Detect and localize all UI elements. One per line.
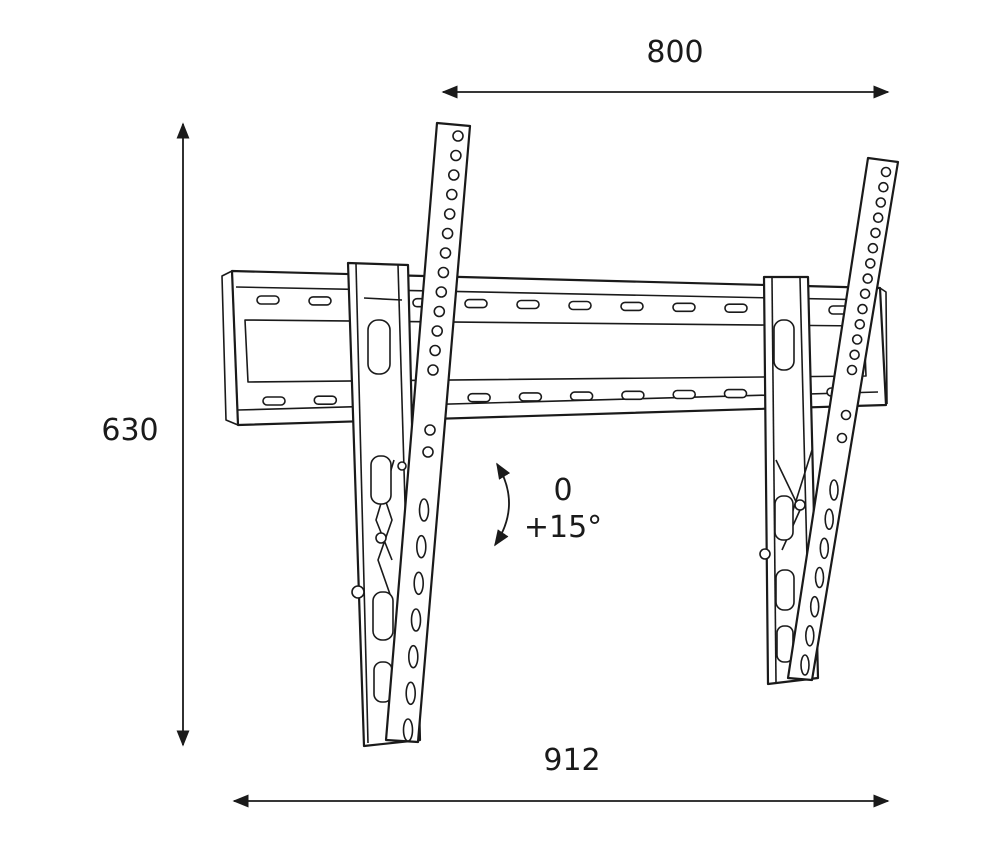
mounting-slot: [418, 498, 430, 522]
plate-slot: [568, 300, 592, 311]
plate-slot: [672, 389, 697, 400]
mounting-hole: [867, 242, 879, 254]
mounting-hole: [433, 305, 446, 318]
mounting-hole: [437, 266, 450, 279]
right-strip-holes: [800, 166, 892, 676]
plate-slot: [518, 392, 543, 402]
mounting-hole: [859, 288, 871, 300]
mounting-hole: [870, 227, 881, 239]
dimension-912: 912: [232, 743, 890, 808]
left-arm-assembly: [346, 121, 472, 748]
mounting-slot: [402, 718, 414, 742]
mounting-slot: [410, 608, 422, 632]
mounting-slot: [800, 654, 810, 676]
mounting-hole: [872, 212, 884, 223]
plate-slot: [516, 299, 540, 310]
plate-slot: [464, 298, 488, 309]
tilt-indicator: 0 +15°: [494, 462, 602, 547]
mounting-hole: [857, 303, 868, 315]
mounting-hole: [435, 286, 448, 298]
mounting-hole: [450, 149, 462, 162]
mounting-hole: [862, 273, 874, 284]
mounting-hole: [431, 325, 444, 337]
mounting-slot: [413, 571, 425, 596]
mounting-slot: [407, 644, 419, 669]
mounting-slot: [415, 534, 427, 559]
dimension-800: 800: [441, 35, 890, 99]
dimension-800-label: 800: [646, 35, 703, 70]
mounting-slot: [829, 479, 839, 501]
plate-slot: [672, 302, 696, 313]
plate-slot: [256, 295, 280, 305]
mounting-hole: [854, 318, 866, 330]
left-strip-holes: [402, 130, 464, 742]
mounting-hole: [427, 364, 439, 376]
plate-slot: [313, 395, 338, 406]
mounting-hole: [429, 344, 441, 357]
mounting-hole: [840, 409, 852, 421]
mounting-hole: [851, 334, 863, 345]
tilt-min-label: 0: [553, 473, 572, 508]
mounting-hole: [875, 197, 887, 208]
mounting-hole: [447, 169, 460, 181]
right-arm-assembly: [759, 156, 900, 686]
mounting-slot: [405, 681, 417, 706]
dimension-630-label: 630: [101, 413, 158, 448]
plate-slot: [620, 301, 644, 312]
plate-slot: [724, 303, 748, 314]
mounting-hole: [443, 208, 456, 220]
plate-slot: [467, 392, 491, 403]
mounting-slot: [824, 508, 835, 531]
plate-slot: [723, 388, 748, 399]
mounting-hole: [864, 258, 876, 269]
plate-slot: [262, 396, 286, 406]
mounting-slot: [814, 566, 825, 589]
tilt-arc-arrow-icon: [494, 462, 511, 547]
mounting-hole: [452, 130, 464, 142]
mounting-slot: [809, 595, 820, 618]
mounting-hole: [846, 364, 858, 376]
dimension-630: 630: [101, 122, 190, 747]
mounting-hole: [880, 166, 892, 178]
mounting-hole: [836, 432, 848, 444]
plate-slot: [308, 296, 332, 306]
mounting-slot: [804, 624, 815, 647]
mounting-hole: [424, 424, 436, 436]
mounting-hole: [441, 227, 454, 240]
dimension-912-label: 912: [543, 743, 600, 778]
mounting-hole: [439, 247, 452, 259]
mounting-hole: [878, 181, 889, 193]
plate-slot: [569, 391, 594, 401]
mounting-hole: [445, 188, 458, 201]
tilt-max-label: +15°: [524, 510, 602, 545]
mounting-slot: [819, 537, 830, 560]
mounting-hole: [849, 349, 860, 361]
plate-slot: [621, 390, 645, 401]
mounting-hole: [422, 446, 434, 458]
